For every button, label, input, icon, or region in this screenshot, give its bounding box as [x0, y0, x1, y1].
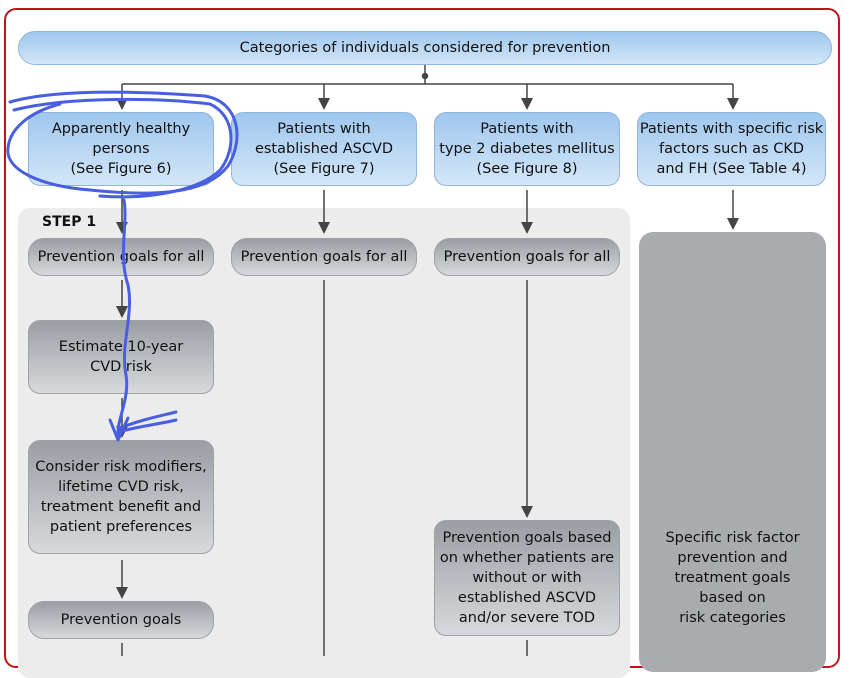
estimate-risk-box[interactable]: Estimate 10-year CVD risk — [28, 320, 214, 394]
hand-drawn-annotation — [6, 90, 239, 442]
consider-modifiers-box[interactable]: Consider risk modifiers, lifetime CVD ri… — [28, 440, 214, 554]
flow-arrows — [116, 65, 739, 656]
prevention-goals-col1[interactable]: Prevention goals for all — [28, 238, 214, 276]
category-established-ascvd[interactable]: Patients with established ASCVD (See Fig… — [231, 112, 417, 186]
specific-risk-goals-box[interactable]: Specific risk factor prevention and trea… — [639, 232, 826, 672]
header-title: Categories of individuals considered for… — [18, 31, 832, 65]
step-label: STEP 1 — [42, 214, 97, 230]
prevention-goals-final-col1[interactable]: Prevention goals — [28, 601, 214, 639]
category-specific-risk-factors[interactable]: Patients with specific risk factors such… — [637, 112, 826, 186]
prevention-goals-based-box[interactable]: Prevention goals based on whether patien… — [434, 520, 620, 636]
connectors-layer — [6, 65, 739, 656]
category-apparently-healthy[interactable]: Apparently healthy persons (See Figure 6… — [28, 112, 214, 186]
category-type2-diabetes[interactable]: Patients with type 2 diabetes mellitus (… — [434, 112, 620, 186]
prevention-goals-col2[interactable]: Prevention goals for all — [231, 238, 417, 276]
prevention-goals-col3[interactable]: Prevention goals for all — [434, 238, 620, 276]
